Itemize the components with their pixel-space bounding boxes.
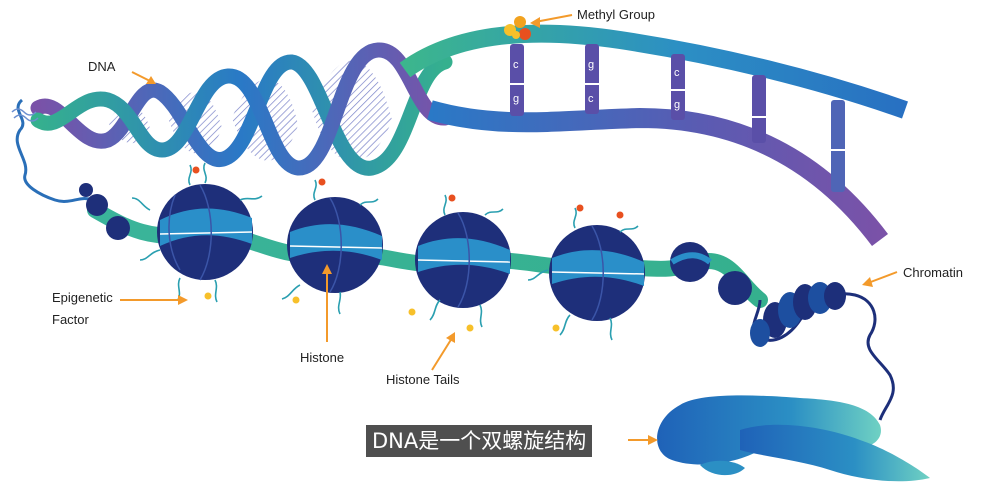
coiled-dna-strand (15, 98, 93, 203)
bead-1 (86, 194, 108, 216)
chromatin-supercoil (750, 282, 846, 347)
chromatin-coil (750, 282, 895, 421)
methyl-arrow (534, 14, 573, 23)
histone-label: Histone (300, 350, 344, 365)
histone-tails-arrow (431, 337, 453, 371)
coiled-dna-spring (11, 108, 39, 122)
base-bottom-1: g (513, 93, 519, 105)
epigenetic-factor-markers (192, 166, 624, 332)
base-top-1: c (513, 59, 519, 71)
dna-bottom-strand (427, 100, 888, 247)
dna-double-helix (30, 24, 908, 247)
base-pair-5 (831, 100, 845, 192)
base-pair-1: c g (510, 44, 524, 116)
bead-0 (79, 183, 93, 197)
base-pair-4 (752, 75, 766, 143)
base-top-2: g (588, 59, 594, 71)
histone-2 (287, 197, 383, 293)
dna-top-strand (399, 24, 908, 119)
bead-2 (106, 216, 130, 240)
dna-label: DNA (88, 59, 116, 74)
chromosome (657, 395, 930, 482)
epigenetic-factor-label-line2: Factor (52, 312, 90, 327)
nucleosome-fiber (79, 183, 768, 321)
bead-4 (718, 271, 752, 305)
video-subtitle: DNA是一个双螺旋结构 (366, 425, 593, 457)
histone-4 (549, 225, 645, 321)
histone-3 (415, 212, 511, 308)
histone-tails-label: Histone Tails (386, 372, 460, 387)
bead-3 (670, 242, 710, 282)
epigenetic-factor-label-line1: Epigenetic (52, 290, 113, 305)
methyl-group-icon (504, 16, 531, 40)
helix-strand-front (30, 42, 453, 176)
methyl-group-label: Methyl Group (577, 7, 655, 22)
base-pair-2: g c (585, 44, 599, 114)
chromatin-label: Chromatin (903, 265, 963, 280)
chromatin-arrow (867, 271, 898, 284)
base-bottom-2: c (588, 93, 594, 105)
histone-1 (157, 184, 253, 281)
histone-tails (131, 162, 639, 341)
helix-strand-back (30, 54, 453, 176)
base-pair-3: c g (671, 54, 685, 120)
base-pair-rungs: c g g c c g (510, 44, 845, 192)
annotation-arrows (120, 14, 898, 445)
base-top-3: c (674, 67, 680, 79)
base-bottom-3: g (674, 99, 680, 111)
